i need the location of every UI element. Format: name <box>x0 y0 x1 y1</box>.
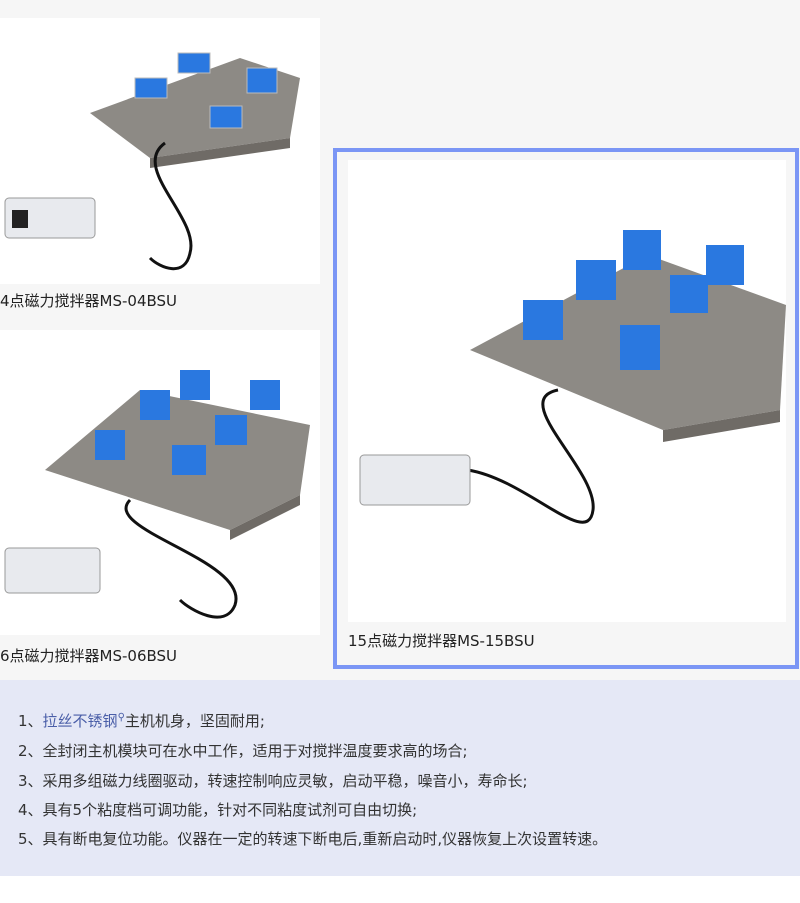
featured-product-card[interactable]: 15点磁力搅拌器MS-15BSU <box>333 148 799 669</box>
product-image-ms15 <box>348 160 786 622</box>
product-caption: 6点磁力搅拌器MS-06BSU <box>0 647 178 665</box>
feature-item: 2、全封闭主机模块可在水中工作，适用于对搅拌温度要求高的场合; <box>18 742 468 760</box>
product-caption: 4点磁力搅拌器MS-04BSU <box>0 292 178 310</box>
stainless-steel-link[interactable]: 拉丝不锈钢 <box>42 712 118 730</box>
product-image-ms04 <box>0 18 320 284</box>
feature-item: 4、具有5个粘度档可调功能，针对不同粘度试剂可自由切换; <box>18 801 418 819</box>
feature-item: 3、采用多组磁力线圈驱动，转速控制响应灵敏，启动平稳，噪音小，寿命长; <box>18 772 528 790</box>
feature-item: 1、拉丝不锈钢⚲主机机身，坚固耐用; <box>18 712 265 730</box>
feature-list: 1、拉丝不锈钢⚲主机机身，坚固耐用; 2、全封闭主机模块可在水中工作，适用于对搅… <box>0 680 800 876</box>
product-caption: 15点磁力搅拌器MS-15BSU <box>348 632 535 650</box>
search-icon[interactable]: ⚲ <box>117 712 125 723</box>
product-image-ms06 <box>0 330 320 635</box>
feature-item: 5、具有断电复位功能。仪器在一定的转速下断电后,重新启动时,仪器恢复上次设置转速… <box>18 830 608 848</box>
